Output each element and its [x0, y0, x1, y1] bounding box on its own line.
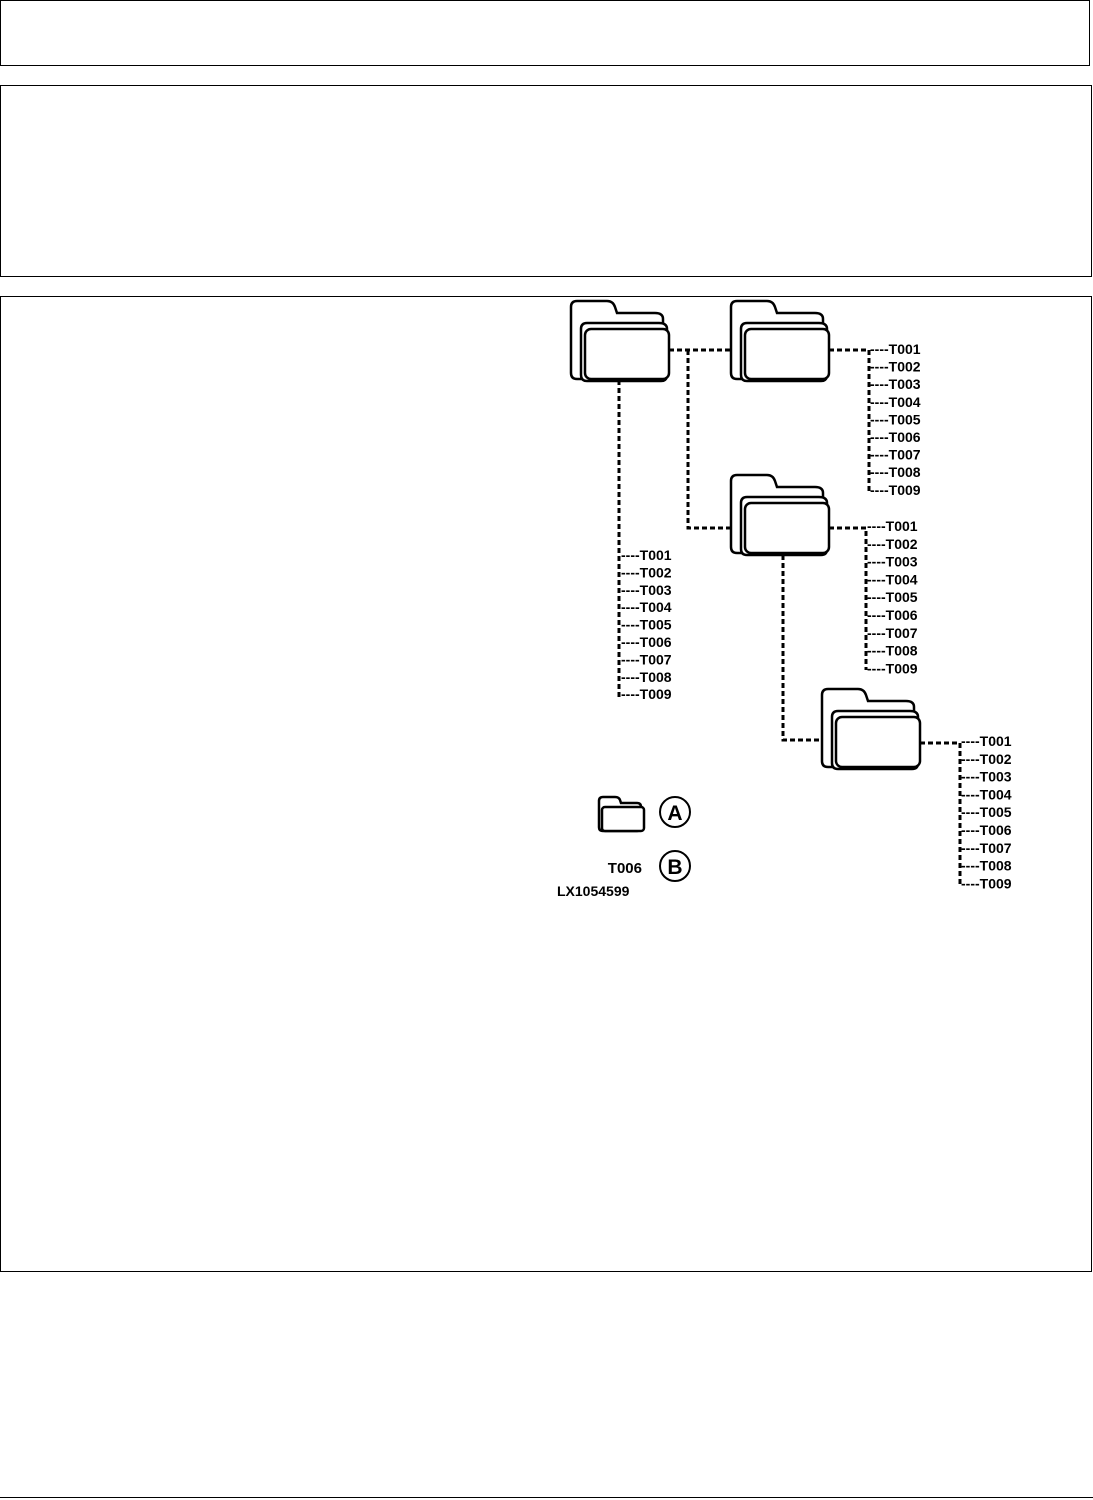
subfolder-3-folder-icon [820, 687, 922, 771]
file-entry: ----T008 [961, 858, 1012, 874]
file-entry: ----T009 [867, 660, 918, 676]
root-folder-icon [569, 299, 671, 383]
file-entry: ----T005 [961, 804, 1012, 820]
file-entry: ----T002 [870, 359, 921, 375]
file-entry: ----T001 [867, 518, 918, 534]
file-entry: ----T003 [961, 769, 1012, 785]
figure-id: LX1054599 [557, 883, 630, 899]
file-entry: ----T008 [867, 643, 918, 659]
subfolder-2-folder-icon [729, 473, 831, 557]
title-box [0, 85, 1092, 277]
file-entry: ----T007 [961, 840, 1012, 856]
file-entry: ----T005 [870, 411, 921, 427]
file-entry: ----T007 [867, 625, 918, 641]
file-entry: ----T006 [867, 607, 918, 623]
subfolder-2-file-list: ----T001 ----T002 ----T003----T004 ----T005… [867, 518, 918, 676]
content-box [0, 296, 1092, 1272]
connector-lines [617, 348, 962, 887]
file-entry: ----T009 [621, 686, 672, 702]
legend-file-example: T006 [608, 860, 642, 877]
file-entry: ----T006 [870, 429, 921, 445]
file-entry: ----T007 [621, 651, 672, 667]
header-box [0, 0, 1090, 66]
file-entry: ----T006 [961, 822, 1012, 838]
file-entry: ----T004 [621, 599, 672, 615]
file-entry: ----T003 [870, 376, 921, 392]
file-entry: ----T002 [961, 751, 1012, 767]
file-entry: ----T006 [621, 634, 672, 650]
legend-b-circle [659, 850, 691, 882]
legend-folder-icon [597, 795, 646, 833]
subfolder-1-folder-icon [729, 299, 831, 383]
file-entry: ----T009 [961, 875, 1012, 891]
file-entry: ----T001 [870, 341, 921, 357]
footer-rule [0, 1497, 1093, 1498]
file-entry: ----T003 [621, 582, 672, 598]
file-entry: ----T009 [870, 482, 921, 498]
file-entry: ----T005 [867, 589, 918, 605]
file-entry: ----T008 [870, 464, 921, 480]
file-entry: ----T004 [870, 394, 921, 410]
legend-b-letter: B [667, 856, 682, 879]
file-entry: ----T002 [621, 564, 672, 580]
file-entry: ----T002 [867, 536, 918, 552]
file-entry: ----T008 [621, 669, 672, 685]
legend-a-letter: A [667, 802, 682, 825]
file-entry: ----T001 [621, 547, 672, 563]
file-entry: ----T003 [867, 554, 918, 570]
root-file-list: ----T001----T002 ----T003----T004 ----T005… [621, 547, 672, 702]
file-entry: ----T004 [961, 786, 1012, 802]
subfolder-3-file-list: ----T001 ----T002 ----T003----T004 ----T005… [961, 733, 1012, 891]
file-entry: ----T001 [961, 733, 1012, 749]
file-entry: ----T004 [867, 571, 918, 587]
subfolder-1-file-list: ----T001 ----T002----T003 ----T004----T005… [870, 341, 921, 498]
file-entry: ----T005 [621, 617, 672, 633]
legend-a-circle [659, 796, 691, 828]
file-entry: ----T007 [870, 447, 921, 463]
